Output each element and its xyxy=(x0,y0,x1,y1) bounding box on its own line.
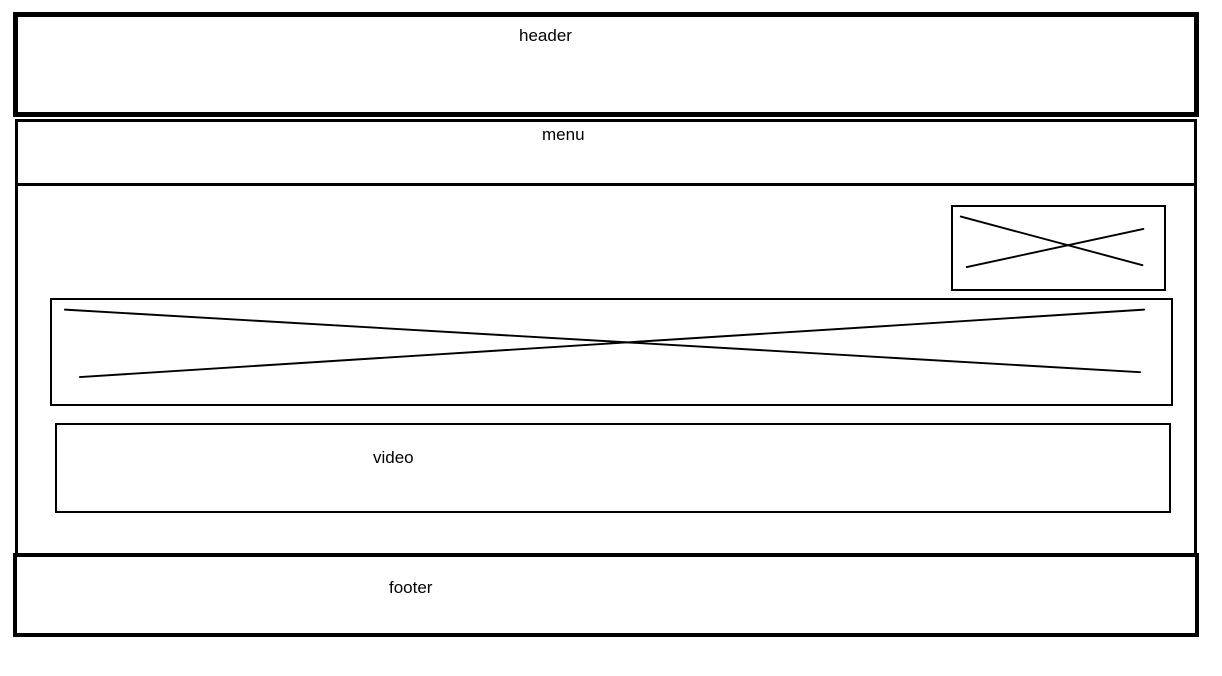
banner-image-placeholder xyxy=(50,298,1173,406)
small-image-placeholder xyxy=(951,205,1166,291)
cross-line-up xyxy=(78,308,1146,379)
cross-line-down xyxy=(63,308,1142,374)
video-label: video xyxy=(373,448,414,467)
footer-region xyxy=(13,553,1199,637)
cross-line-up xyxy=(965,227,1145,269)
cross-line-down xyxy=(959,215,1144,267)
video-region xyxy=(55,423,1171,513)
header-label: header xyxy=(519,26,572,45)
main-content-region xyxy=(15,183,1197,557)
menu-region xyxy=(15,119,1197,186)
image-placeholder-icon xyxy=(959,215,1145,269)
footer-label: footer xyxy=(389,578,433,597)
image-placeholder-icon xyxy=(63,308,1146,379)
header-region xyxy=(13,12,1199,117)
menu-label: menu xyxy=(542,125,585,144)
